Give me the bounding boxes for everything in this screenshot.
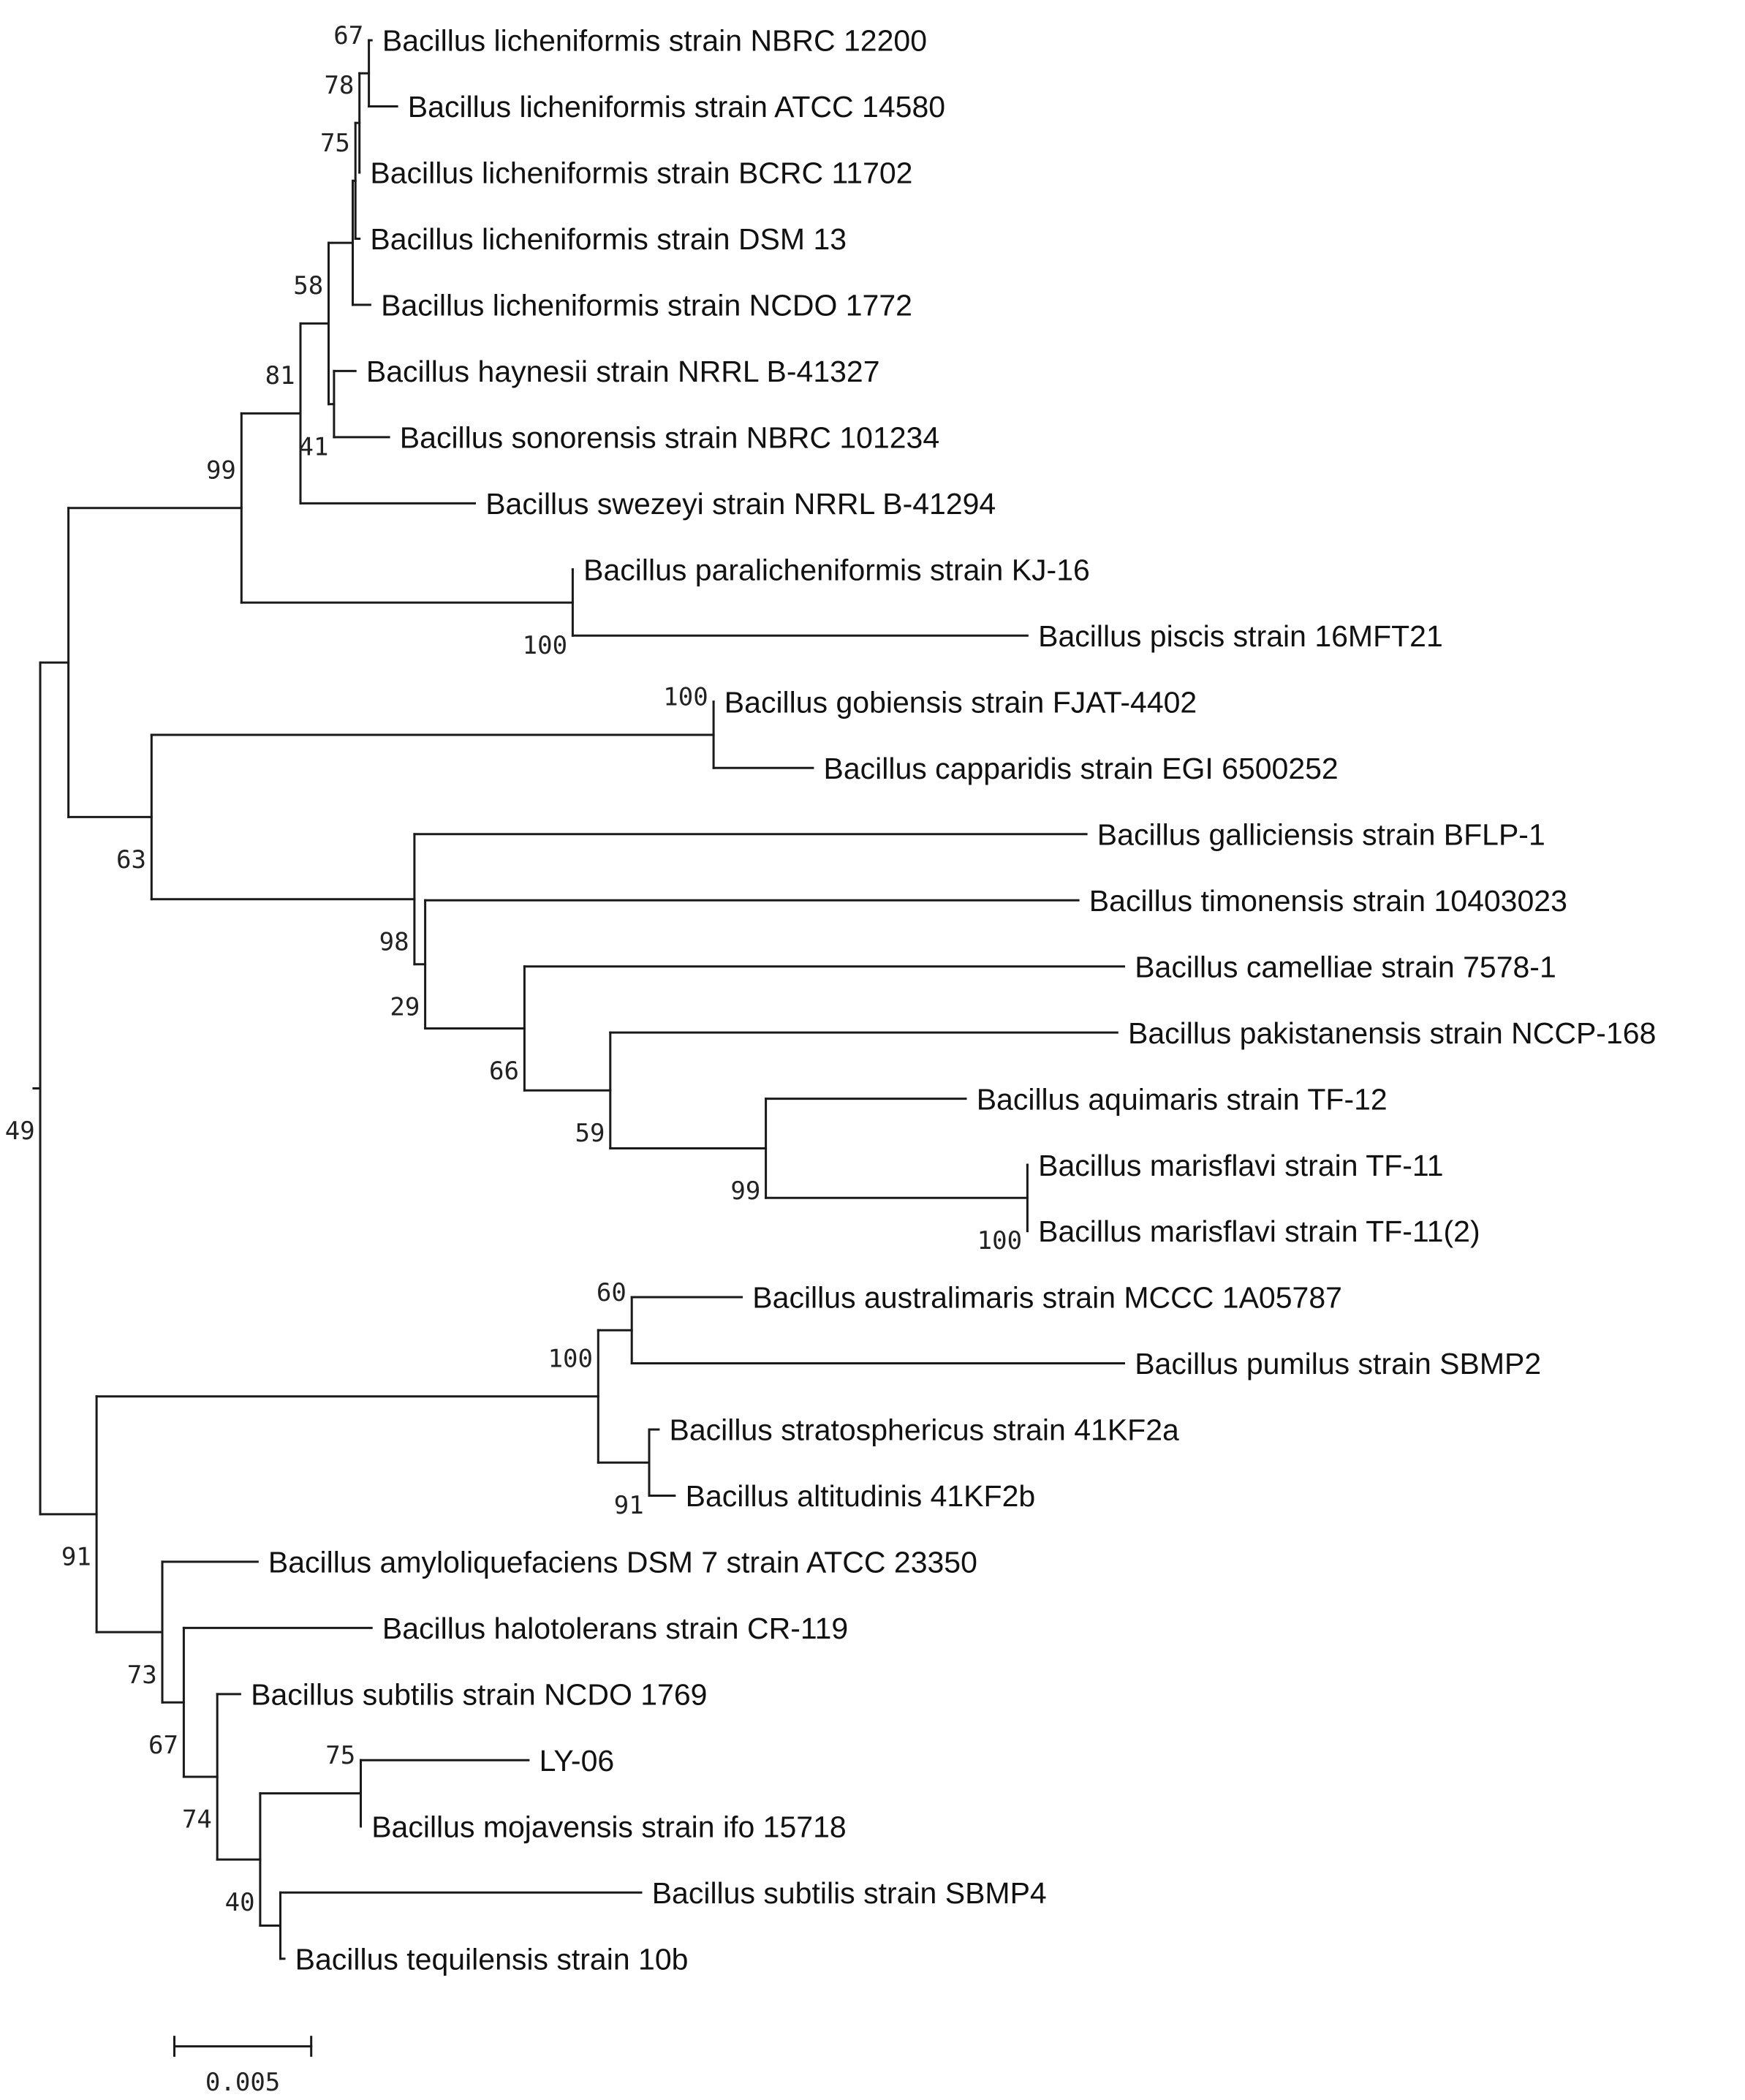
bootstrap-value: 59 bbox=[575, 1119, 605, 1148]
bootstrap-value: 74 bbox=[182, 1805, 212, 1835]
bootstrap-value: 99 bbox=[730, 1176, 760, 1206]
taxon-label: Bacillus licheniformis strain DSM 13 bbox=[370, 222, 847, 256]
taxon-label: Bacillus licheniformis strain ATCC 14580 bbox=[408, 90, 945, 124]
bootstrap-value: 81 bbox=[265, 361, 295, 390]
taxon-label: Bacillus australimaris strain MCCC 1A057… bbox=[752, 1281, 1342, 1315]
taxon-label: Bacillus subtilis strain NCDO 1769 bbox=[251, 1678, 707, 1712]
taxon-label: Bacillus altitudinis 41KF2b bbox=[686, 1479, 1036, 1513]
bootstrap-value: 66 bbox=[489, 1057, 519, 1086]
bootstrap-value: 75 bbox=[325, 1741, 355, 1770]
bootstrap-value: 29 bbox=[390, 993, 420, 1022]
taxon-label: Bacillus gobiensis strain FJAT-4402 bbox=[724, 686, 1197, 719]
taxon-label: Bacillus timonensis strain 10403023 bbox=[1089, 884, 1567, 918]
bootstrap-value: 100 bbox=[548, 1344, 593, 1373]
bootstrap-value: 78 bbox=[324, 71, 354, 100]
bootstrap-value: 41 bbox=[299, 432, 329, 461]
bootstrap-value: 60 bbox=[597, 1278, 627, 1307]
bootstrap-value: 40 bbox=[225, 1888, 255, 1917]
taxon-label: Bacillus licheniformis strain NBRC 12200 bbox=[382, 24, 927, 58]
taxon-label: Bacillus subtilis strain SBMP4 bbox=[652, 1876, 1047, 1910]
bootstrap-value: 99 bbox=[206, 456, 236, 485]
bootstrap-value: 58 bbox=[293, 271, 323, 301]
taxon-label: Bacillus marisflavi strain TF-11(2) bbox=[1038, 1215, 1480, 1248]
bootstrap-value: 73 bbox=[127, 1661, 157, 1690]
bootstrap-value: 67 bbox=[148, 1731, 178, 1760]
taxon-label: Bacillus pumilus strain SBMP2 bbox=[1135, 1347, 1541, 1381]
taxon-label: Bacillus marisflavi strain TF-11 bbox=[1038, 1149, 1443, 1182]
taxon-label: Bacillus pakistanensis strain NCCP-168 bbox=[1128, 1016, 1656, 1050]
bootstrap-value: 49 bbox=[5, 1117, 35, 1146]
taxon-label: Bacillus haynesii strain NRRL B-41327 bbox=[366, 355, 880, 388]
taxon-label: Bacillus capparidis strain EGI 6500252 bbox=[824, 752, 1339, 785]
taxon-label: Bacillus stratosphericus strain 41KF2a bbox=[670, 1413, 1180, 1447]
bootstrap-value: 100 bbox=[977, 1226, 1022, 1255]
bootstrap-value: 91 bbox=[61, 1543, 91, 1572]
taxon-label: Bacillus piscis strain 16MFT21 bbox=[1038, 619, 1443, 653]
taxon-label: Bacillus sonorensis strain NBRC 101234 bbox=[400, 421, 939, 455]
scale-bar-label: 0.005 bbox=[205, 2068, 280, 2097]
bootstrap-value: 63 bbox=[116, 845, 146, 875]
bootstrap-value: 100 bbox=[523, 631, 567, 660]
bootstrap-value: 75 bbox=[320, 129, 350, 158]
taxon-label: Bacillus licheniformis strain BCRC 11702 bbox=[370, 156, 912, 190]
taxon-label: Bacillus galliciensis strain BFLP-1 bbox=[1097, 817, 1545, 851]
taxon-label: Bacillus halotolerans strain CR-119 bbox=[382, 1612, 848, 1645]
taxon-label: Bacillus mojavensis strain ifo 15718 bbox=[371, 1810, 846, 1844]
taxon-label: Bacillus licheniformis strain NCDO 1772 bbox=[381, 289, 912, 322]
taxon-label: LY-06 bbox=[540, 1744, 615, 1778]
taxon-label: Bacillus camelliae strain 7578-1 bbox=[1135, 950, 1556, 983]
taxon-label: Bacillus tequilensis strain 10b bbox=[295, 1942, 689, 1976]
bootstrap-value: 67 bbox=[333, 21, 363, 50]
taxon-label: Bacillus paralicheniformis strain KJ-16 bbox=[583, 554, 1090, 587]
taxon-label: Bacillus amyloliquefaciens DSM 7 strain … bbox=[268, 1546, 977, 1579]
bootstrap-value: 100 bbox=[663, 683, 708, 712]
taxon-label: Bacillus aquimaris strain TF-12 bbox=[977, 1082, 1388, 1116]
taxon-label: Bacillus swezeyi strain NRRL B-41294 bbox=[485, 487, 996, 521]
bootstrap-value: 91 bbox=[614, 1491, 644, 1520]
bootstrap-value: 98 bbox=[379, 928, 409, 957]
